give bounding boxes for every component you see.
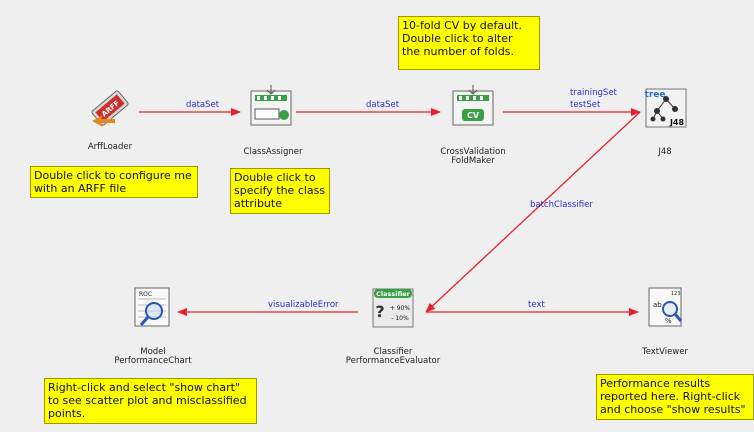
node-label-j48: J48 xyxy=(658,147,672,157)
question-mark-text: ? xyxy=(375,302,384,321)
tv-123-text: 123 xyxy=(671,291,681,297)
node-label-classassigner: ClassAssigner xyxy=(243,147,303,157)
node-label-evaluator: Classifier PerformanceEvaluator xyxy=(345,347,441,366)
edge-training-test-set[interactable]: trainingSet testSet xyxy=(503,88,641,116)
edge-label-text: text xyxy=(528,300,545,310)
class-assigner-icon xyxy=(250,85,292,126)
note-performancechart[interactable]: Right-click and select "show chart" to s… xyxy=(44,378,257,424)
crossvalidation-icon: CV xyxy=(452,85,494,126)
edge-label-testset: testSet xyxy=(570,100,601,110)
tree-classifier-icon: tree J48 xyxy=(645,88,687,128)
node-label-modelchart: Model PerformanceChart xyxy=(114,347,192,366)
edge-label-dataset-2: dataSet xyxy=(366,100,400,110)
node-label-arffloader: ArffLoader xyxy=(87,142,133,152)
edge-visualizableerror[interactable]: visualizableError xyxy=(177,300,358,316)
node-j48[interactable]: tree J48 J48 xyxy=(635,85,695,165)
arff-loader-icon: ARFF xyxy=(91,90,129,127)
node-classassigner[interactable]: ClassAssigner xyxy=(233,85,313,165)
tv-ab-text: ab xyxy=(653,301,662,309)
node-label-textviewer: TextViewer xyxy=(641,347,689,357)
node-arffloader[interactable]: ARFF ArffLoader xyxy=(80,85,140,165)
cv-text: CV xyxy=(467,111,480,120)
note-performanceresults[interactable]: Performance results reported here. Right… xyxy=(596,374,754,420)
percent-plus-text: + 90% xyxy=(390,305,411,312)
note-arffloader[interactable]: Double click to configure me with an ARF… xyxy=(30,166,198,198)
tv-pct-text: % xyxy=(665,317,672,325)
edge-batchclassifier[interactable]: batchClassifier xyxy=(425,111,641,313)
performance-chart-icon: ROC xyxy=(134,287,170,327)
evaluator-icon: Classifier ? + 90% - 10% xyxy=(372,288,414,328)
edge-label-trainingset: trainingSet xyxy=(570,88,618,98)
node-modelperformancechart[interactable]: ROC Model PerformanceChart xyxy=(108,285,198,366)
percent-minus-text: - 10% xyxy=(391,315,409,322)
text-viewer-icon: 123 ab % xyxy=(648,287,683,327)
edge-dataset-2[interactable]: dataSet xyxy=(296,100,441,116)
roc-text: ROC xyxy=(139,291,152,298)
edge-dataset-1[interactable]: dataSet xyxy=(139,100,241,116)
j48-text: J48 xyxy=(669,118,685,127)
edge-label-dataset-1: dataSet xyxy=(186,100,220,110)
node-label-crossvalidation: CrossValidation FoldMaker xyxy=(440,147,506,166)
edge-label-visualizableerror: visualizableError xyxy=(268,300,339,310)
edge-text[interactable]: text xyxy=(426,300,639,316)
node-classifierperformanceevaluator[interactable]: Classifier ? + 90% - 10% Classifier Perf… xyxy=(338,285,448,366)
note-folds[interactable]: 10-fold CV by default. Double click to a… xyxy=(398,16,540,70)
node-crossvalidation-foldmaker[interactable]: CV CrossValidation FoldMaker xyxy=(428,85,518,166)
edge-label-batchclassifier: batchClassifier xyxy=(530,200,593,210)
note-classassigner[interactable]: Double click to specify the class attrib… xyxy=(230,168,330,214)
tree-text: tree xyxy=(645,90,666,100)
node-textviewer[interactable]: 123 ab % TextViewer xyxy=(635,285,695,365)
classifier-text: Classifier xyxy=(376,290,411,298)
